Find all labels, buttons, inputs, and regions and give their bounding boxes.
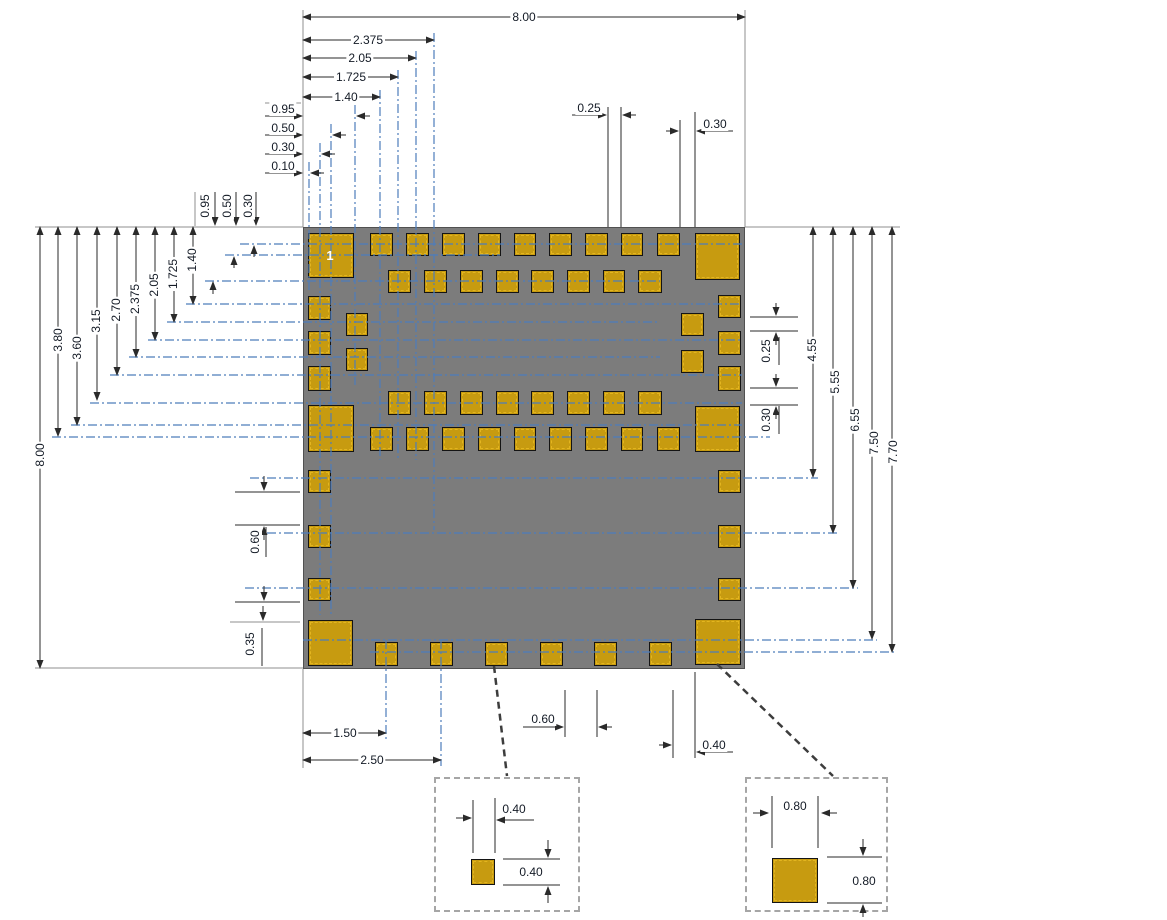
pad [718,525,741,548]
dim-label-1.50-bottom: 1.50 [331,726,359,740]
dim-label-0.10-topleft: 0.10 [269,159,297,173]
dim-label-0.30-right: 0.30 [759,406,773,434]
dim-label-0.25-right: 0.25 [759,337,773,365]
pad [346,348,368,371]
pad [370,427,393,451]
dim-label-0.95-vert: 0.95 [198,192,212,220]
dim-label-6.55-right: 6.55 [848,406,862,434]
pad [695,406,740,452]
pad [308,620,353,666]
dim-label-2.70-left: 2.70 [109,296,123,324]
dim-label-0.60-bottom: 0.60 [529,712,557,726]
dim-label-0.30-vert: 0.30 [241,192,255,220]
pad [549,427,572,451]
dim-label-0.50-vert: 0.50 [220,192,234,220]
dim-label-0.25-top: 0.25 [575,101,603,115]
pad [621,427,643,451]
dim-label-0.40-bottom: 0.40 [700,738,728,752]
dim-label-3.15-left: 3.15 [89,307,103,335]
pad [471,859,495,885]
dim-label-8.00-top: 8.00 [510,10,538,24]
dim-label-2.05-left: 2.05 [147,271,161,299]
pin1-label: 1 [326,248,334,263]
dim-label-4.55-right: 4.55 [805,336,819,364]
pad [478,427,501,451]
dim-label-1.40-top: 1.40 [332,90,360,104]
pad [308,405,354,452]
dim-label-3.80-left: 3.80 [51,326,65,354]
pad [594,642,617,666]
dim-label-detailB-height: 0.80 [850,874,878,888]
pad [406,427,429,451]
pad [718,366,741,391]
pad [718,295,741,318]
dim-label-detailA-height: 0.40 [517,865,545,879]
dim-label-2.05-top: 2.05 [346,51,374,65]
dim-label-detailB-width: 0.80 [781,799,809,813]
pad [718,470,741,493]
dim-label-3.60-left: 3.60 [70,334,84,362]
pad [657,427,680,451]
dim-label-0.60-left: 0.60 [248,528,262,556]
pad [540,642,563,666]
dim-label-1.725-left: 1.725 [166,256,180,292]
dim-label-1.40-left: 1.40 [185,246,199,274]
dim-label-0.30-topright: 0.30 [701,117,729,131]
pad [585,427,608,451]
single-arrow-lines [209,111,867,917]
dim-label-0.95-topleft: 0.95 [269,102,297,116]
pad [681,313,704,336]
dim-label-0.30-topleft: 0.30 [269,140,297,154]
centerlines [52,33,897,766]
pad [485,642,508,666]
detail-callout-small-pad [434,777,580,912]
dim-label-2.375-top: 2.375 [350,33,386,47]
pad [442,427,465,451]
pad [681,350,704,373]
pad [772,858,818,903]
extension-lines [35,10,900,768]
pad [695,233,740,280]
pad [649,642,672,666]
dim-label-7.70-right: 7.70 [886,438,900,466]
callout-leader-lines [492,663,834,777]
dim-label-0.50-topleft: 0.50 [269,121,297,135]
tick-lines [235,107,882,904]
dim-label-2.375-left: 2.375 [128,281,142,317]
pad [514,427,536,451]
pad [718,331,741,355]
dim-label-7.50-right: 7.50 [867,429,881,457]
dim-label-1.725-top: 1.725 [333,70,369,84]
dim-label-0.35-left: 0.35 [243,630,257,658]
dim-label-detailA-width: 0.40 [500,802,528,816]
dim-label-5.55-right: 5.55 [828,368,842,396]
dim-label-2.50-bottom: 2.50 [358,753,386,767]
pad [718,578,741,601]
pad [346,313,368,336]
dim-label-8.00-left: 8.00 [33,441,47,469]
